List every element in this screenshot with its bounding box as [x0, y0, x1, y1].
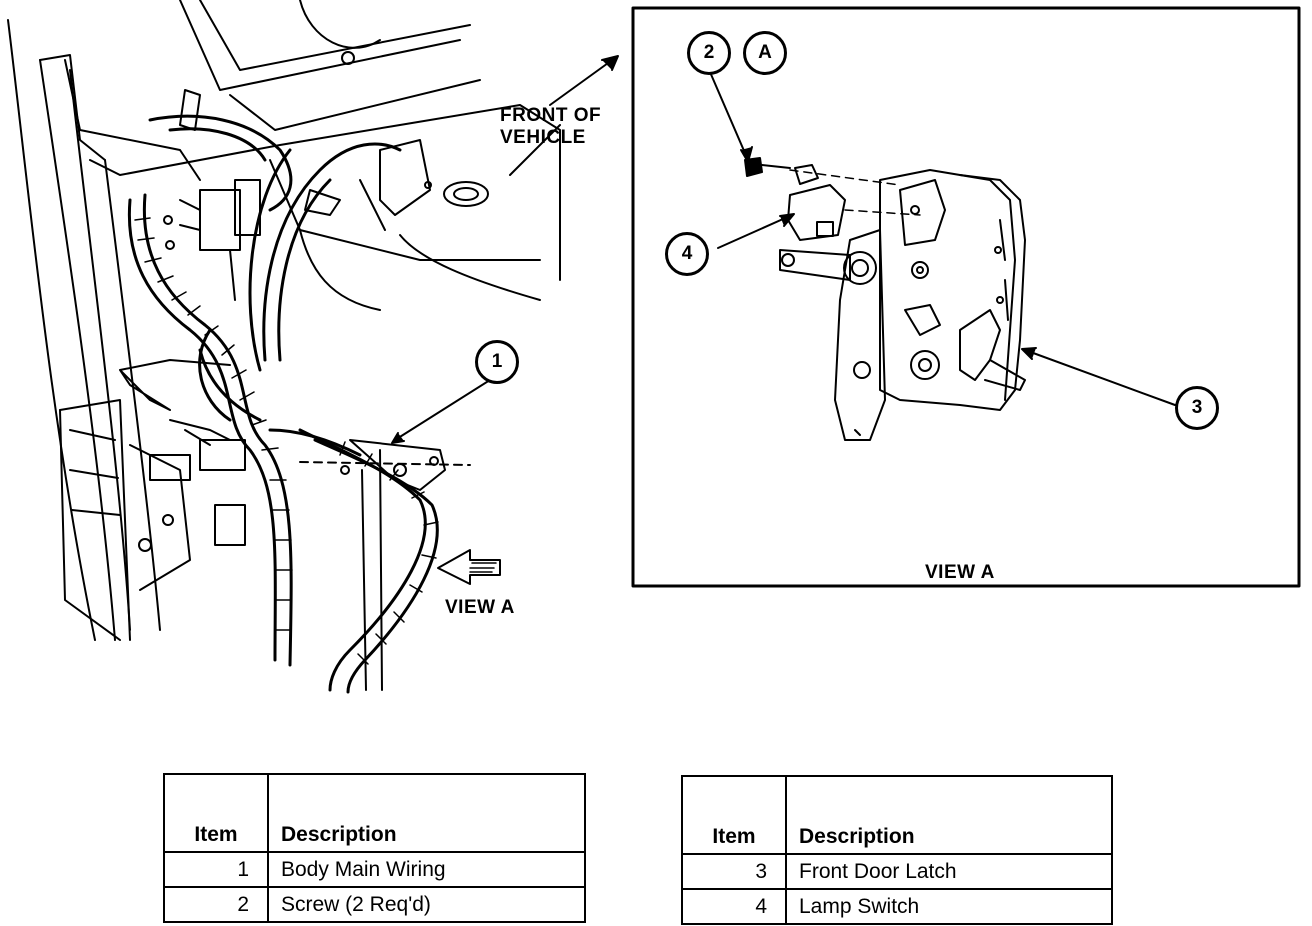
table-cell-item: 3 — [681, 853, 787, 890]
screw-drawing — [744, 157, 791, 177]
table-row: 2 Screw (2 Req'd) — [163, 886, 586, 923]
callout-1: 1 — [475, 340, 519, 384]
view-a-inset-frame — [631, 6, 1301, 588]
table-header-row: Item Description — [681, 775, 1113, 855]
table-row: 4 Lamp Switch — [681, 888, 1113, 925]
callout-3: 3 — [1175, 386, 1219, 430]
inset-dashed-guides — [789, 169, 921, 216]
table-cell-description: Screw (2 Req'd) — [267, 886, 586, 923]
front-of-vehicle-arrow — [509, 55, 619, 176]
table-header-row: Item Description — [163, 773, 586, 853]
table-cell-item: 2 — [163, 886, 269, 923]
table-cell-description: Lamp Switch — [785, 888, 1113, 925]
callout-3-leader — [1024, 349, 1176, 406]
callout-2: 2 — [687, 31, 731, 75]
door-latch-drawing — [779, 169, 1026, 441]
view-a-main-label: VIEW A — [445, 597, 515, 618]
table-cell-description: Front Door Latch — [785, 853, 1113, 890]
door-pillar-structure — [7, 0, 561, 691]
callout-4: 4 — [665, 232, 709, 276]
harness-bracket — [299, 439, 471, 491]
harness-corrugation — [134, 217, 439, 665]
callout-a: A — [743, 31, 787, 75]
body-main-wiring-drawing — [127, 114, 439, 694]
parts-table-right: Item Description 3 Front Door Latch 4 La… — [681, 775, 1113, 925]
view-a-inset-label: VIEW A — [925, 562, 995, 583]
callout-2-leader — [709, 71, 749, 161]
table-header-description: Description — [267, 773, 586, 853]
callout-1-leader — [394, 379, 491, 441]
front-of-vehicle-label-2: VEHICLE — [500, 127, 586, 148]
table-cell-description: Body Main Wiring — [267, 851, 586, 888]
view-a-arrow — [437, 549, 501, 585]
table-header-item: Item — [163, 773, 269, 853]
table-header-description: Description — [785, 775, 1113, 855]
harness-connectors — [119, 89, 341, 546]
table-row: 3 Front Door Latch — [681, 853, 1113, 890]
table-cell-item: 1 — [163, 851, 269, 888]
front-of-vehicle-label-1: FRONT OF — [500, 105, 602, 126]
table-row: 1 Body Main Wiring — [163, 851, 586, 888]
table-cell-item: 4 — [681, 888, 787, 925]
parts-table-left: Item Description 1 Body Main Wiring 2 Sc… — [163, 773, 586, 923]
table-header-item: Item — [681, 775, 787, 855]
callout-4-leader — [717, 214, 793, 249]
